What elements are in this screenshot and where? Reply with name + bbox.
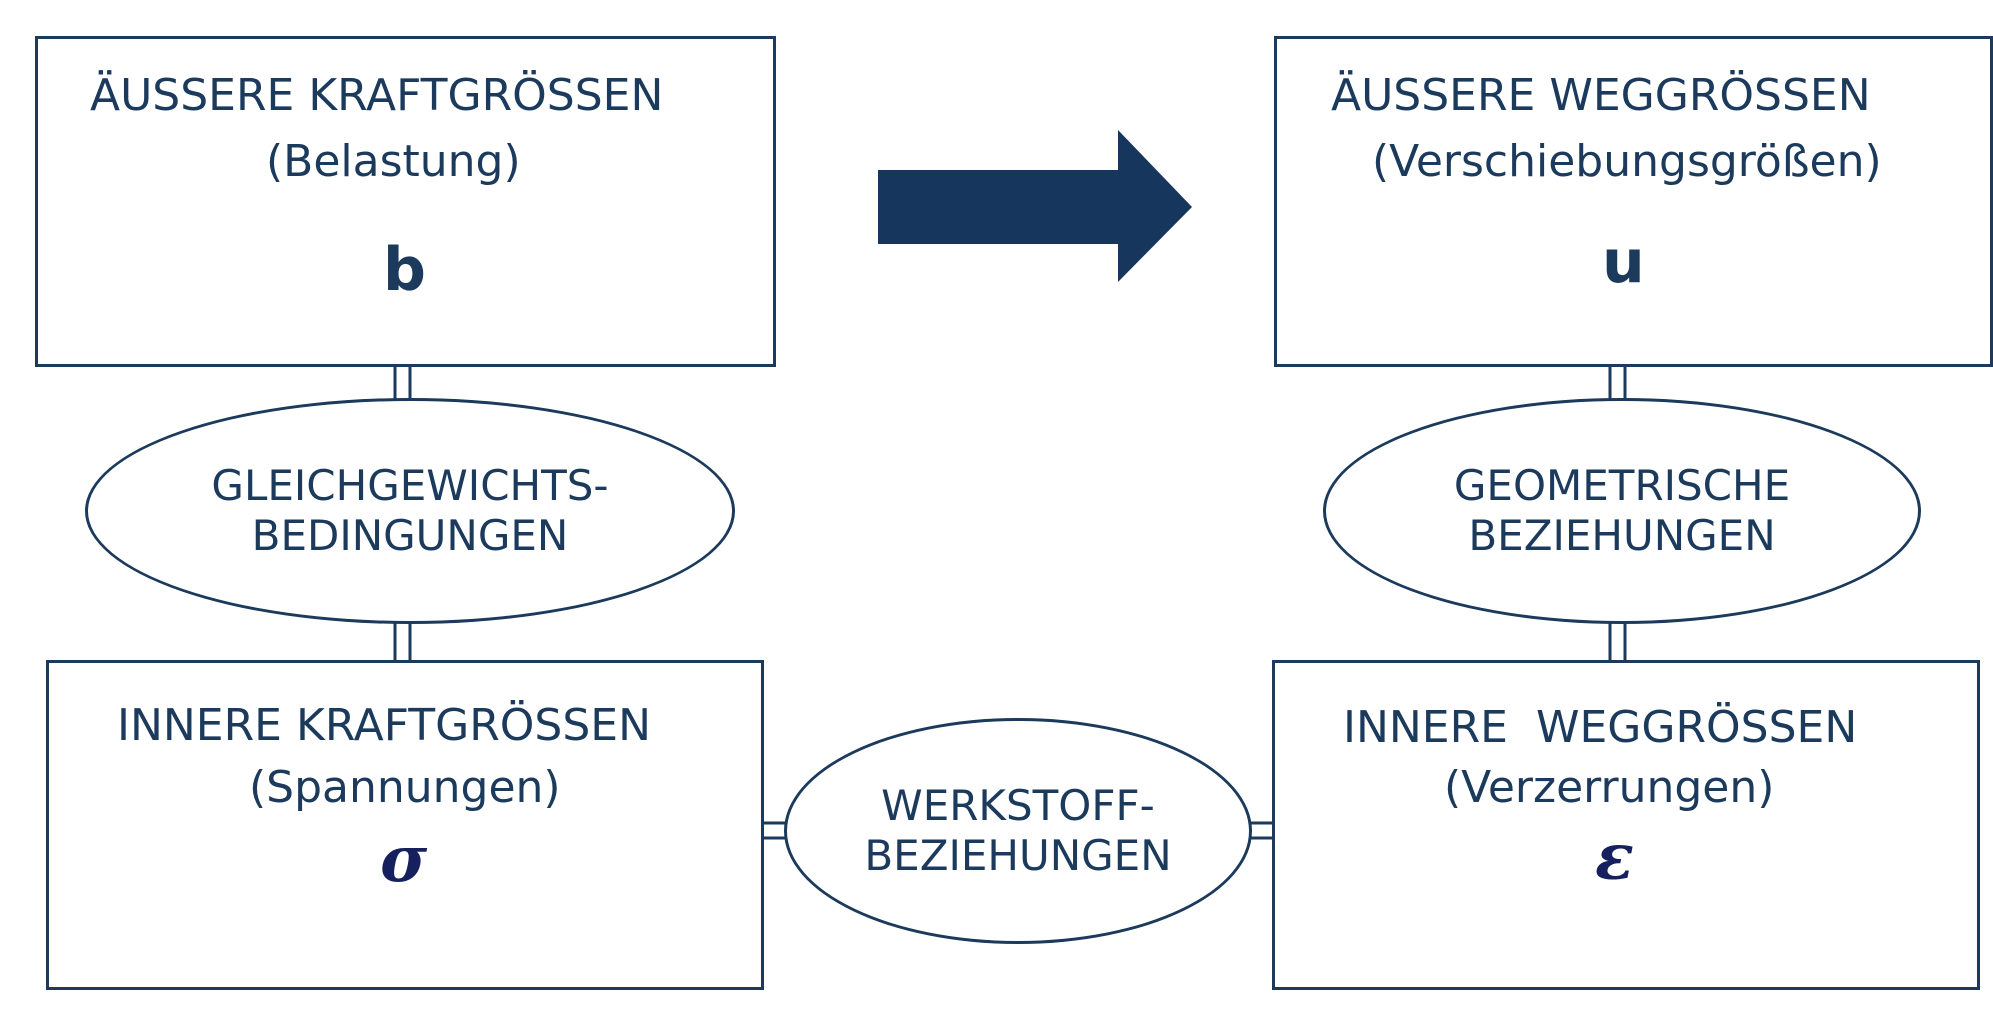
material-line1: WERKSTOFF- xyxy=(881,780,1155,830)
equilibrium-line2: BEDINGUNGEN xyxy=(251,511,569,560)
inner-forces-symbol: σ xyxy=(380,822,428,897)
connector-outer-displacements-geometric xyxy=(1608,365,1627,400)
connector-equilibrium-inner-forces xyxy=(393,622,412,662)
connector-geometric-inner-displacements xyxy=(1608,622,1627,662)
inner-displacements-subtitle: (Verzerrungen) xyxy=(1444,762,1775,813)
outer-displacements-subtitle: (Verschiebungsgrößen) xyxy=(1372,136,1882,187)
connector-material-inner-displacements xyxy=(1249,821,1273,840)
connector-outer-forces-equilibrium xyxy=(393,365,412,400)
inner-forces-subtitle: (Spannungen) xyxy=(249,762,561,813)
geometric-line1: GEOMETRISCHE xyxy=(1453,460,1791,510)
inner-forces-title: INNERE KRAFTGRÖSSEN xyxy=(117,700,651,751)
outer-forces-subtitle: (Belastung) xyxy=(266,136,521,187)
ellipse-geometric: GEOMETRISCHE BEZIEHUNGEN xyxy=(1323,398,1921,624)
outer-forces-title: ÄUSSERE KRAFTGRÖSSEN xyxy=(90,70,664,121)
ellipse-material: WERKSTOFF- BEZIEHUNGEN xyxy=(784,718,1252,944)
right-arrow-icon xyxy=(878,130,1192,282)
equilibrium-line1: GLEICHGEWICHTS- xyxy=(211,460,609,510)
connector-inner-forces-material xyxy=(760,821,786,840)
ellipse-equilibrium: GLEICHGEWICHTS- BEDINGUNGEN xyxy=(85,398,735,624)
outer-forces-symbol: b xyxy=(383,235,426,305)
material-line2: BEZIEHUNGEN xyxy=(864,831,1172,880)
geometric-line2: BEZIEHUNGEN xyxy=(1468,511,1776,560)
outer-displacements-title: ÄUSSERE WEGGRÖSSEN xyxy=(1331,70,1871,121)
outer-displacements-symbol: u xyxy=(1602,227,1645,297)
inner-displacements-title: INNERE WEGGRÖSSEN xyxy=(1343,702,1858,753)
box-outer-displacements xyxy=(1274,36,1993,367)
box-inner-displacements xyxy=(1272,660,1980,990)
box-inner-forces xyxy=(46,660,764,990)
box-outer-forces xyxy=(35,36,776,367)
inner-displacements-symbol: ε xyxy=(1595,820,1634,895)
